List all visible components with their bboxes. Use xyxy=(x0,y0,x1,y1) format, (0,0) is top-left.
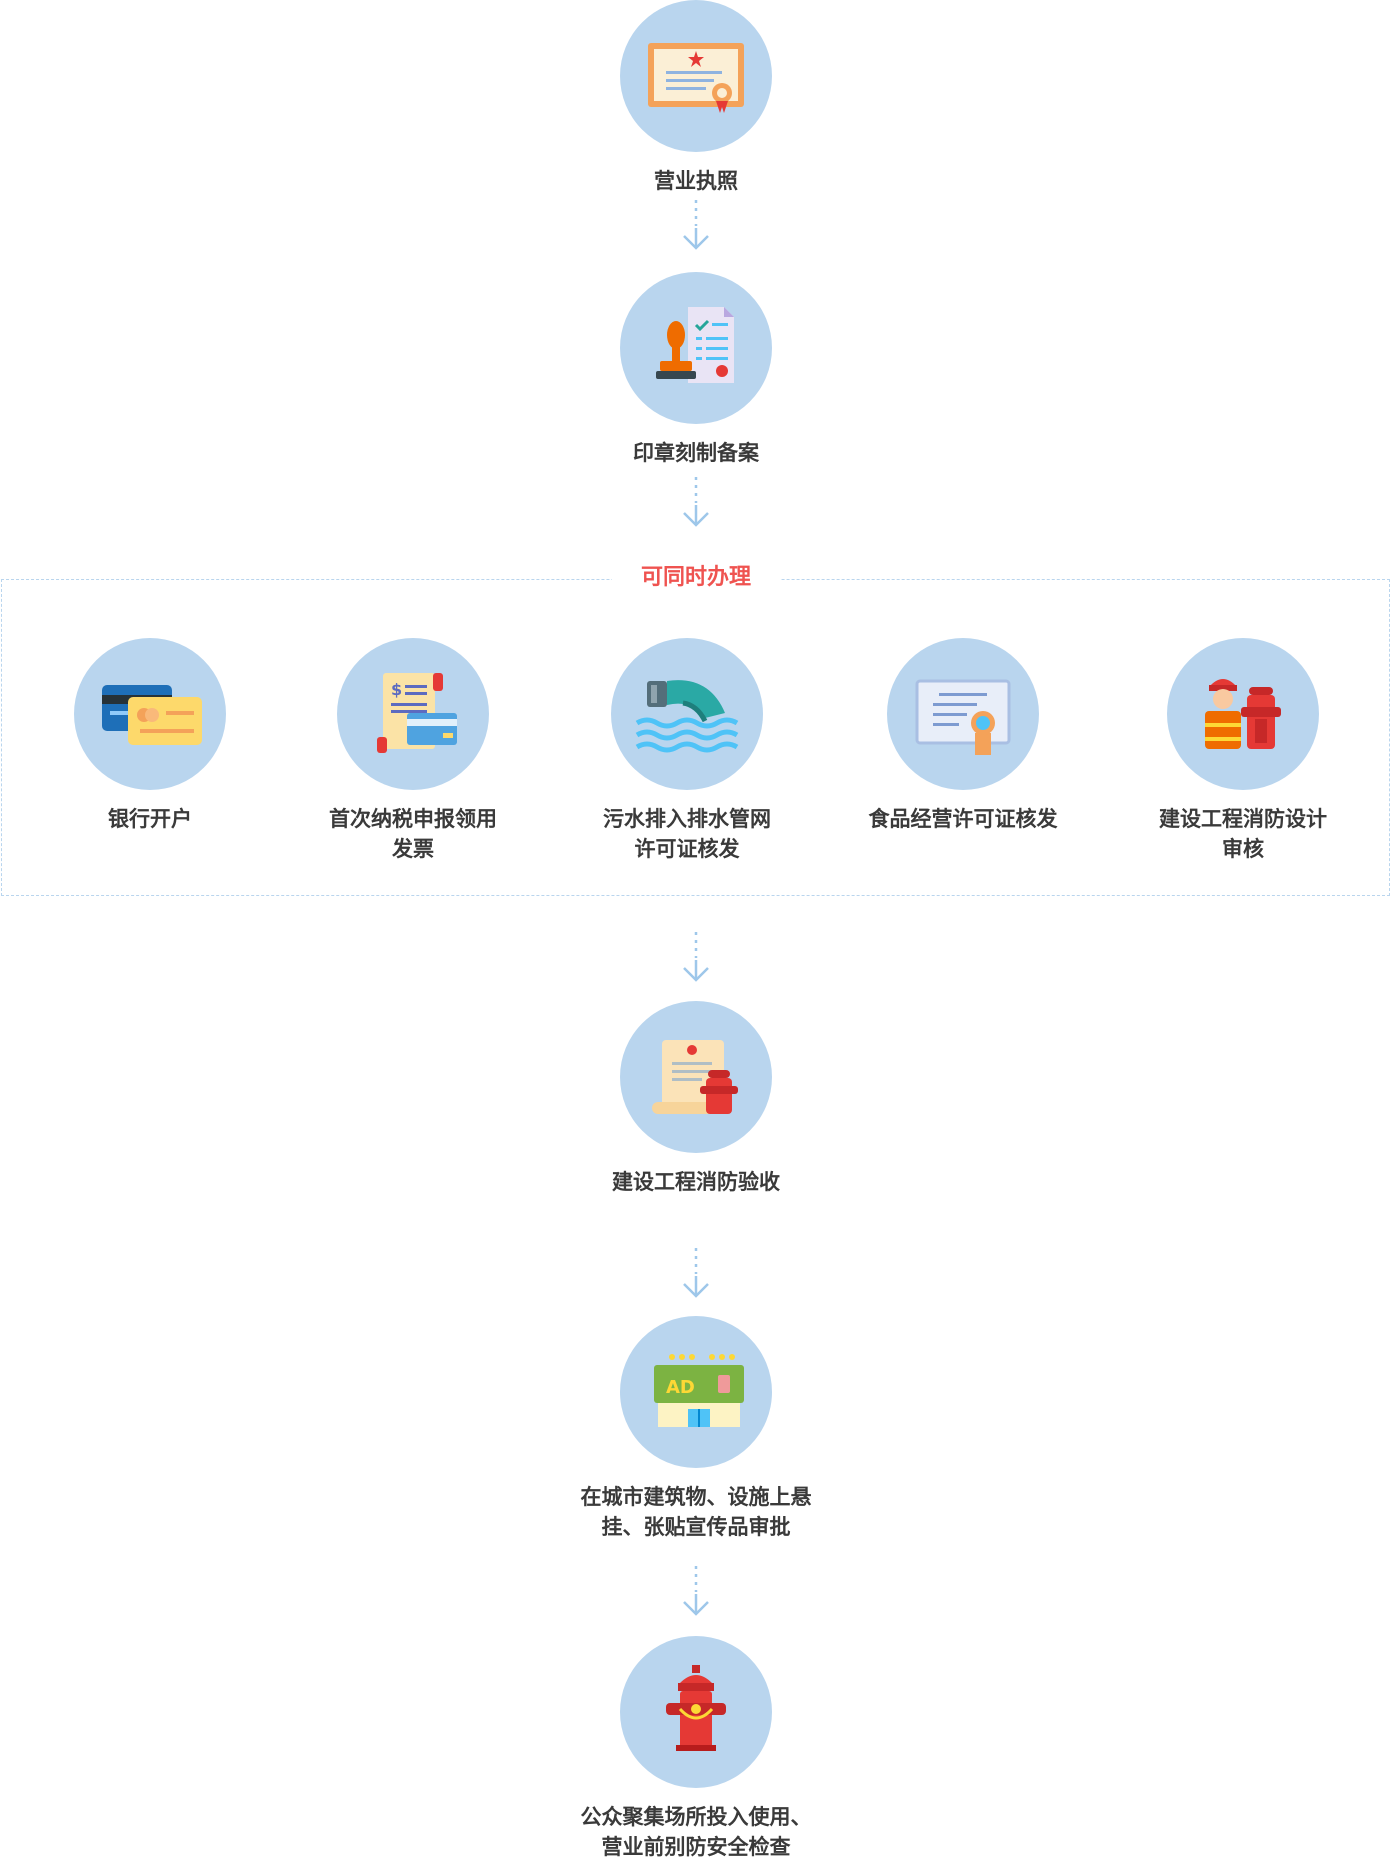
parallel-group-title: 可同时办理 xyxy=(612,561,780,595)
parallel-item-label: 首次纳税申报领用 发票 xyxy=(329,807,497,861)
invoice-card-icon: $ xyxy=(337,638,489,790)
flow-arrow xyxy=(676,198,716,252)
step-seal-engraving: 印章刻制备案 xyxy=(546,272,846,468)
svg-text:$: $ xyxy=(391,680,402,699)
step-fire-acceptance: 建设工程消防验收 xyxy=(546,1001,846,1197)
parallel-item-label: 建设工程消防设计 审核 xyxy=(1159,807,1327,861)
parallel-item-food-license: 食品经营许可证核发 xyxy=(813,638,1113,834)
flow-arrow xyxy=(676,930,716,984)
step-label: 印章刻制备案 xyxy=(633,441,759,465)
step-label: 建设工程消防验收 xyxy=(612,1170,780,1194)
parallel-item-fire-design-review: 建设工程消防设计 审核 xyxy=(1093,638,1392,864)
step-public-venue-check: 公众聚集场所投入使用、 营业前别防安全检查 xyxy=(546,1636,846,1862)
step-business-license: 营业执照 xyxy=(546,0,846,196)
flow-arrow xyxy=(676,1246,716,1300)
step-outdoor-advertising: AD 在城市建筑物、设施上悬 挂、张贴宣传品审批 xyxy=(546,1316,846,1542)
sewage-pipe-icon xyxy=(611,638,763,790)
step-label: 公众聚集场所投入使用、 营业前别防安全检查 xyxy=(580,1805,812,1859)
fire-hydrant-icon xyxy=(620,1636,772,1788)
parallel-item-label: 银行开户 xyxy=(108,807,192,831)
svg-text:AD: AD xyxy=(666,1377,695,1398)
bank-cards-icon xyxy=(74,638,226,790)
parallel-item-label: 食品经营许可证核发 xyxy=(868,807,1058,831)
stamp-document-icon xyxy=(620,272,772,424)
scroll-hydrant-icon xyxy=(620,1001,772,1153)
parallel-item-sewage-permit: 污水排入排水管网 许可证核发 xyxy=(537,638,837,864)
certificate-icon xyxy=(620,0,772,152)
parallel-item-label: 污水排入排水管网 许可证核发 xyxy=(603,807,771,861)
parallel-item-tax-invoice: $ 首次纳税申报领用 发票 xyxy=(263,638,563,864)
flow-arrow xyxy=(676,475,716,529)
step-label: 营业执照 xyxy=(654,169,738,193)
parallel-item-bank-account: 银行开户 xyxy=(0,638,300,834)
flow-arrow xyxy=(676,1564,716,1618)
food-license-icon xyxy=(887,638,1039,790)
firefighter-hydrant-icon xyxy=(1167,638,1319,790)
billboard-shop-icon: AD xyxy=(620,1316,772,1468)
step-label: 在城市建筑物、设施上悬 挂、张贴宣传品审批 xyxy=(580,1485,812,1539)
